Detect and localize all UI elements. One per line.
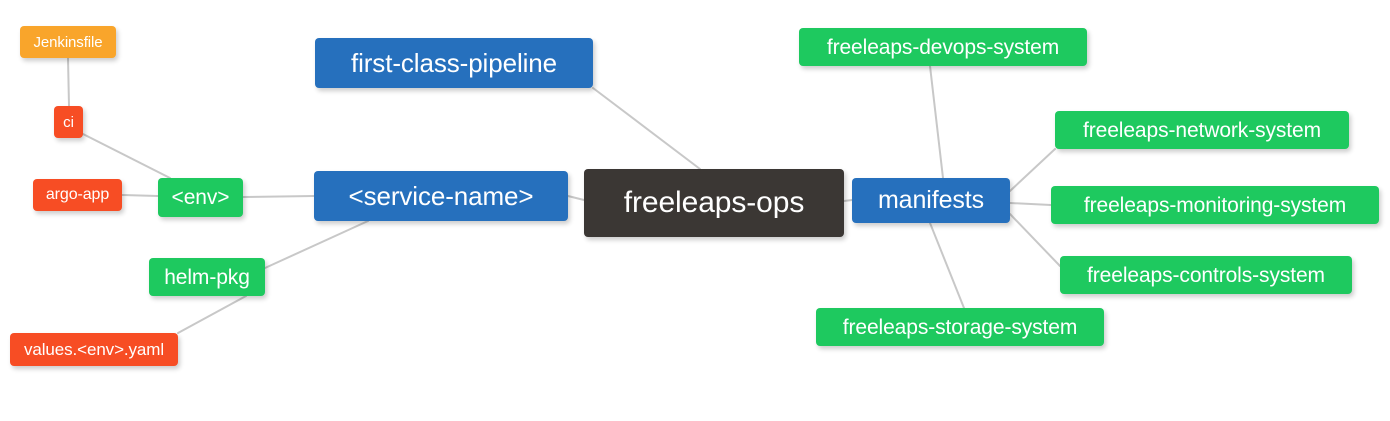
node-label-first-class-pipeline: first-class-pipeline xyxy=(350,48,558,78)
node-freeleaps-network-system[interactable]: freeleaps-network-system xyxy=(1055,111,1349,149)
node-manifests[interactable]: manifests xyxy=(852,178,1010,223)
node-label-values-env-yaml: values.<env>.yaml xyxy=(23,340,165,359)
edge-service-name-to-helm-pkg xyxy=(264,220,369,269)
node-freeleaps-monitoring-system[interactable]: freeleaps-monitoring-system xyxy=(1051,186,1379,224)
edge-env-to-argo-app xyxy=(121,194,159,197)
node-label-argo-app: argo-app xyxy=(45,186,110,203)
node-label-ci: ci xyxy=(63,113,74,131)
edge-env-to-ci xyxy=(82,133,171,179)
node-freeleaps-controls-system[interactable]: freeleaps-controls-system xyxy=(1060,256,1352,294)
node-label-freeleaps-network-system: freeleaps-network-system xyxy=(1082,118,1321,142)
node-label-env: <env> xyxy=(171,186,230,209)
node-jenkinsfile[interactable]: Jenkinsfile xyxy=(20,26,116,58)
node-label-manifests: manifests xyxy=(877,186,985,214)
node-label-freeleaps-devops-system: freeleaps-devops-system xyxy=(826,35,1060,59)
node-argo-app[interactable]: argo-app xyxy=(33,179,122,211)
edge-manifests-to-freeleaps-storage-system xyxy=(929,222,965,309)
node-label-service-name: <service-name> xyxy=(348,181,534,211)
node-label-freeleaps-controls-system: freeleaps-controls-system xyxy=(1087,263,1325,287)
node-freeleaps-devops-system[interactable]: freeleaps-devops-system xyxy=(799,28,1087,66)
node-first-class-pipeline[interactable]: first-class-pipeline xyxy=(315,38,593,88)
node-label-jenkinsfile: Jenkinsfile xyxy=(33,33,103,51)
edge-manifests-to-freeleaps-controls-system xyxy=(1009,213,1061,267)
edge-manifests-to-freeleaps-devops-system xyxy=(929,65,944,179)
node-ci[interactable]: ci xyxy=(54,106,83,138)
edge-freeleaps-ops-to-service-name xyxy=(567,195,585,201)
node-label-freeleaps-ops: freeleaps-ops xyxy=(623,186,805,219)
edge-service-name-to-env xyxy=(242,195,315,198)
node-values-env-yaml[interactable]: values.<env>.yaml xyxy=(10,333,178,366)
node-label-freeleaps-monitoring-system: freeleaps-monitoring-system xyxy=(1083,193,1347,217)
edge-freeleaps-ops-to-first-class-pipeline xyxy=(592,87,701,170)
edge-jenkinsfile-to-ci xyxy=(67,57,70,107)
edge-manifests-to-freeleaps-network-system xyxy=(1009,148,1056,192)
node-freeleaps-ops[interactable]: freeleaps-ops xyxy=(584,169,844,237)
edge-manifests-to-freeleaps-monitoring-system xyxy=(1009,202,1052,206)
node-label-helm-pkg: helm-pkg xyxy=(164,265,250,289)
node-freeleaps-storage-system[interactable]: freeleaps-storage-system xyxy=(816,308,1104,346)
node-env[interactable]: <env> xyxy=(158,178,243,217)
node-service-name[interactable]: <service-name> xyxy=(314,171,568,221)
edge-freeleaps-ops-to-manifests xyxy=(843,199,853,202)
node-helm-pkg[interactable]: helm-pkg xyxy=(149,258,265,296)
node-label-freeleaps-storage-system: freeleaps-storage-system xyxy=(842,315,1078,339)
edge-helm-pkg-to-values-env-yaml xyxy=(177,295,247,334)
